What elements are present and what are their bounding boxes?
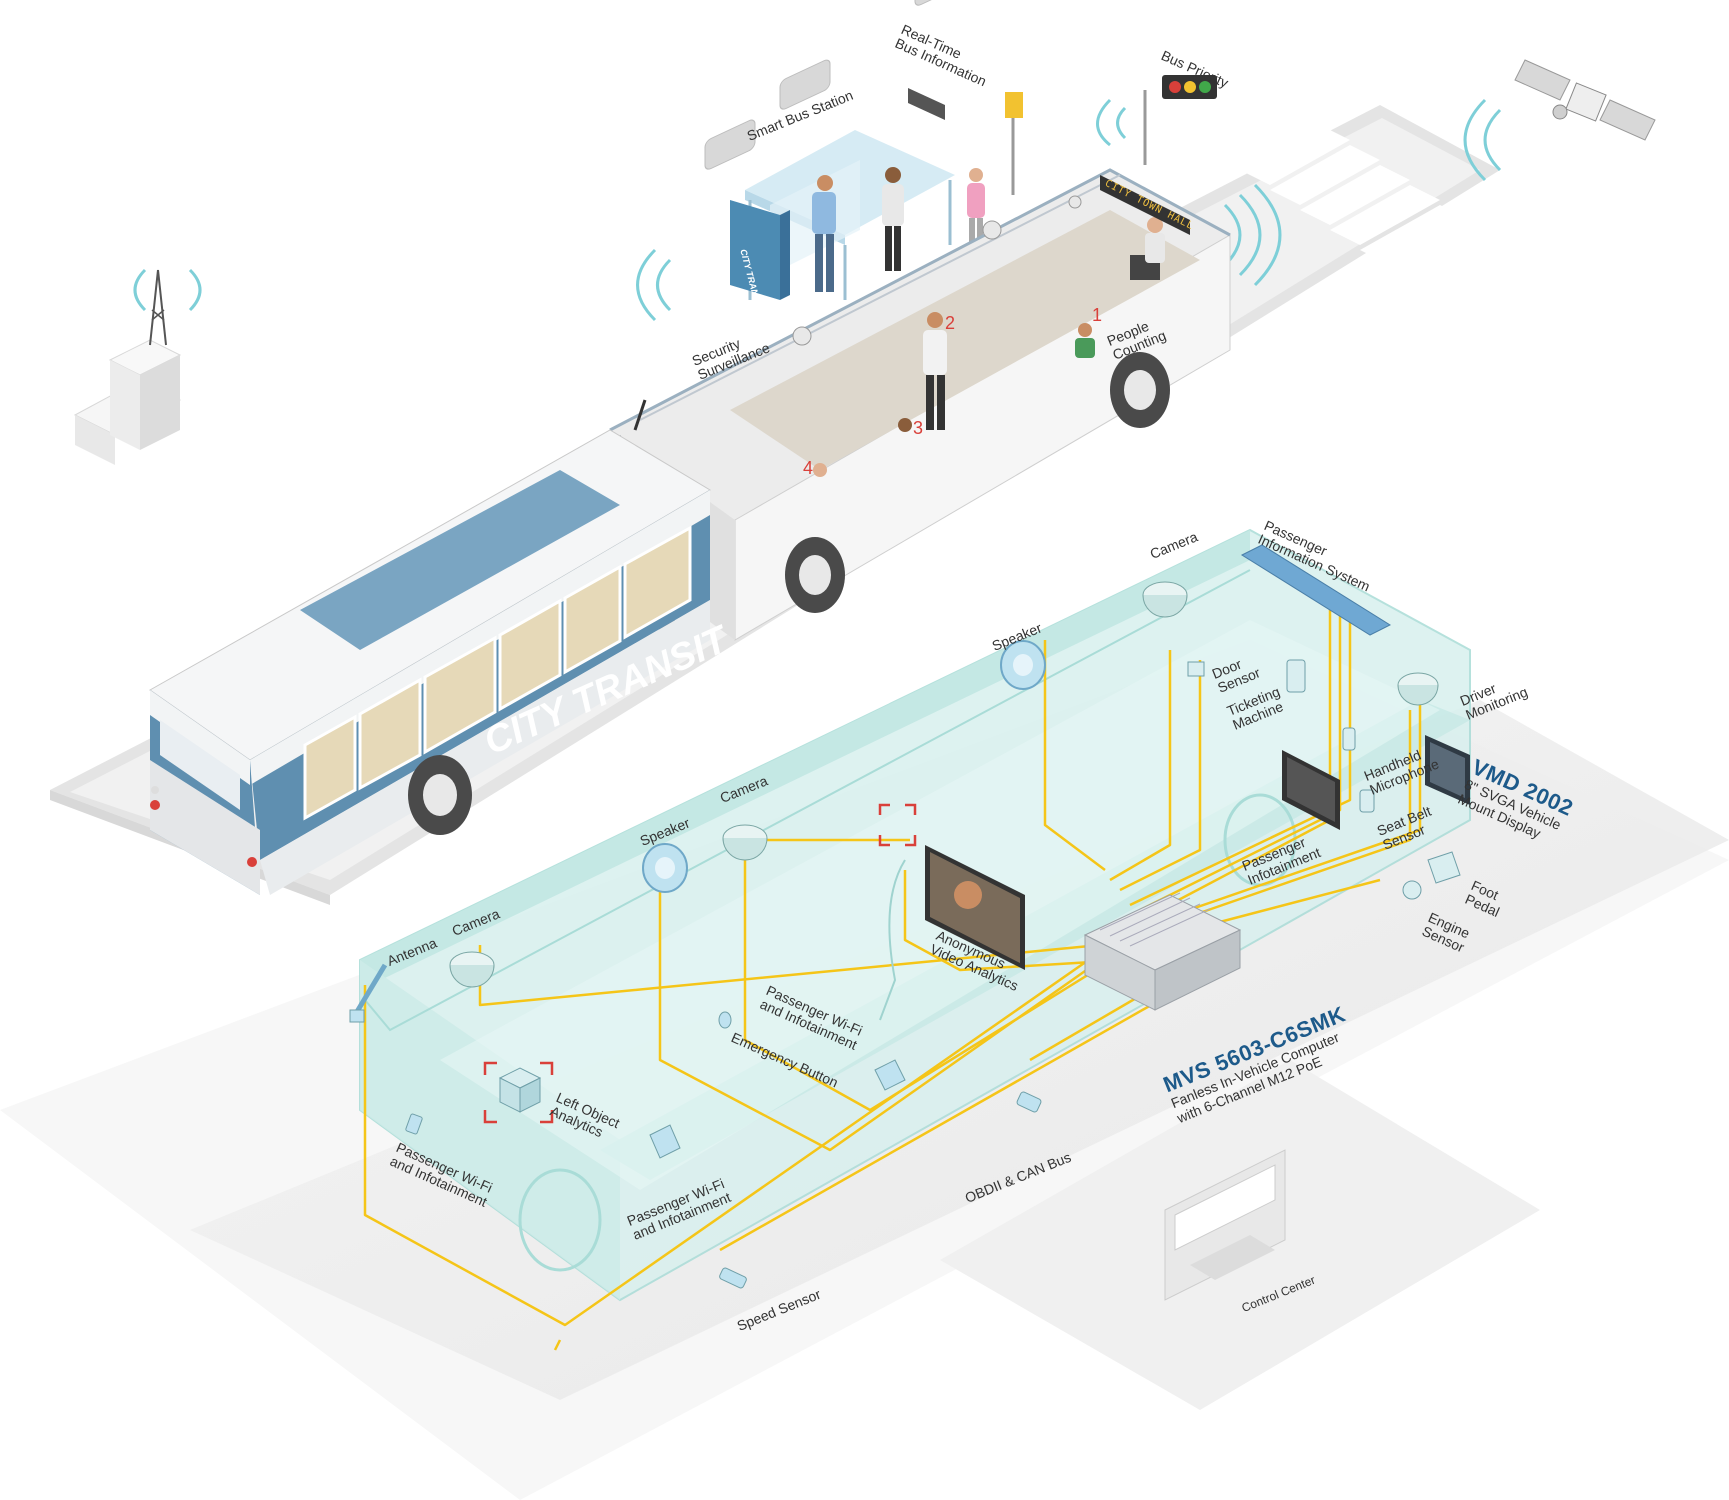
device-speed-sensor	[719, 1267, 747, 1289]
device-handheld-mic	[1342, 727, 1356, 751]
ghost-bus-body	[359, 528, 1471, 1302]
face-detection-target	[878, 803, 917, 1021]
device-vmd-display	[1425, 735, 1470, 805]
device-obd-port	[1016, 1091, 1042, 1113]
device-ticketing-machine	[1286, 659, 1306, 693]
device-video-analytics-screen	[925, 845, 1025, 970]
device-passenger-infotainment	[1282, 750, 1340, 830]
marker-1: 1	[1092, 305, 1103, 325]
marker-2: 2	[945, 313, 956, 333]
satellite	[1514, 59, 1656, 141]
device-emergency-button	[718, 1011, 732, 1029]
wireless-waves	[133, 98, 1502, 322]
device-pis-screen	[1240, 544, 1392, 636]
device-camera-mid	[722, 824, 768, 861]
left-object-target	[483, 1061, 554, 1124]
device-camera-left	[449, 951, 495, 988]
bus-stop-sign	[1005, 92, 1023, 195]
device-wifi-center	[874, 1059, 906, 1091]
device-speaker-top	[1000, 640, 1046, 690]
device-speaker-mid	[642, 843, 688, 893]
device-wifi-bottom	[649, 1124, 681, 1159]
station-passengers	[812, 167, 985, 292]
device-mvs-computer	[1083, 892, 1242, 1011]
marker-3: 3	[913, 418, 924, 438]
device-foot-pedal	[1427, 851, 1461, 884]
device-camera-top	[1142, 581, 1188, 618]
device-seatbelt-sensor	[1359, 789, 1375, 813]
bus-priority-signal	[1143, 75, 1217, 165]
bus-front-section	[149, 399, 845, 895]
marker-4: 4	[803, 458, 814, 478]
device-driver-camera	[1397, 672, 1439, 706]
device-door-sensor	[1187, 661, 1205, 677]
control-center-room	[1164, 1149, 1286, 1301]
crosswalk	[1210, 105, 1500, 285]
cell-tower-building	[73, 269, 182, 465]
device-engine-sensor	[1402, 880, 1422, 900]
device-antenna	[349, 963, 388, 1023]
device-wifi-left	[405, 1113, 423, 1135]
